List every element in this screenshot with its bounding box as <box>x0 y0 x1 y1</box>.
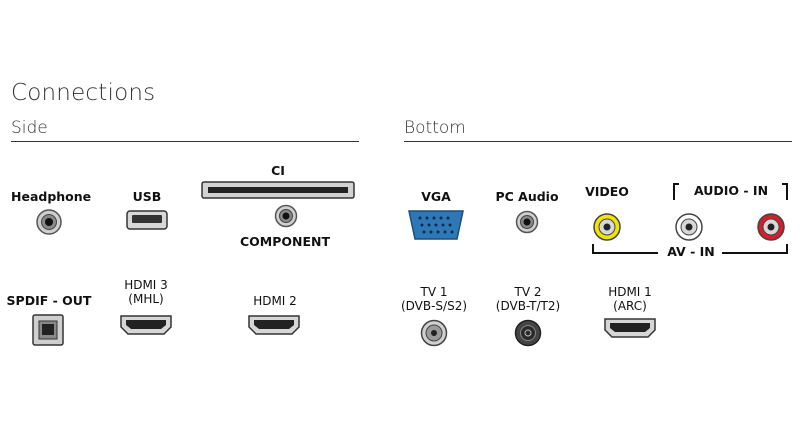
ci-slot-icon <box>201 181 355 199</box>
headphone-label: Headphone <box>11 189 92 204</box>
tv1-label-line2: (DVB-S/S2) <box>400 299 468 313</box>
hdmi1-label: HDMI 1 (ARC) <box>592 285 668 313</box>
usb-label: USB <box>132 189 162 204</box>
pc-audio-jack-icon <box>515 210 539 234</box>
tv2-label: TV 2 (DVB-T/T2) <box>488 285 568 313</box>
ci-label: CI <box>271 163 285 178</box>
video-rca-icon <box>593 213 621 241</box>
audio-white-rca-icon <box>675 213 703 241</box>
pc-audio-label: PC Audio <box>495 189 559 204</box>
component-jack-icon <box>274 204 298 228</box>
audio-red-rca-icon <box>757 213 785 241</box>
av-in-label: AV - IN <box>667 244 715 259</box>
headphone-jack-icon <box>36 209 62 235</box>
video-label: VIDEO <box>585 184 629 199</box>
audio-in-label: AUDIO - IN <box>693 183 769 198</box>
vga-label: VGA <box>421 189 451 204</box>
bottom-heading: Bottom <box>404 118 466 138</box>
page-title: Connections <box>11 80 156 106</box>
av-in-bracket-right <box>786 244 788 253</box>
tv1-coax-icon <box>420 319 448 347</box>
spdif-label: SPDIF - OUT <box>6 293 92 308</box>
av-in-line-left <box>592 252 658 254</box>
hdmi2-label: HDMI 2 <box>253 294 297 308</box>
hdmi3-label-line2: (MHL) <box>128 292 164 306</box>
optical-port-icon <box>32 314 64 346</box>
audio-in-bracket-left-tick <box>673 183 679 185</box>
bottom-divider <box>404 141 792 142</box>
tv1-label: TV 1 (DVB-S/S2) <box>396 285 472 313</box>
av-in-line-right <box>722 252 788 254</box>
tv2-label-line1: TV 2 <box>514 285 542 299</box>
audio-in-bracket-right <box>786 183 788 200</box>
audio-in-bracket-right-tick <box>782 183 788 185</box>
hdmi1-label-line1: HDMI 1 <box>608 285 652 299</box>
component-label: COMPONENT <box>239 234 330 249</box>
usb-port-icon <box>126 210 168 230</box>
tv1-label-line1: TV 1 <box>420 285 448 299</box>
tv2-coax-icon <box>514 319 542 347</box>
hdmi3-label: HDMI 3 (MHL) <box>110 278 182 306</box>
hdmi3-label-line1: HDMI 3 <box>124 278 168 292</box>
tv2-label-line2: (DVB-T/T2) <box>495 299 561 313</box>
hdmi1-port-icon <box>604 318 656 338</box>
hdmi1-label-line2: (ARC) <box>613 299 647 313</box>
vga-port-icon <box>408 210 464 240</box>
hdmi3-port-icon <box>120 315 172 335</box>
audio-in-bracket-left <box>673 183 675 200</box>
side-heading: Side <box>11 118 48 138</box>
av-in-bracket-left <box>592 244 594 253</box>
hdmi2-port-icon <box>248 315 300 335</box>
side-divider <box>11 141 359 142</box>
